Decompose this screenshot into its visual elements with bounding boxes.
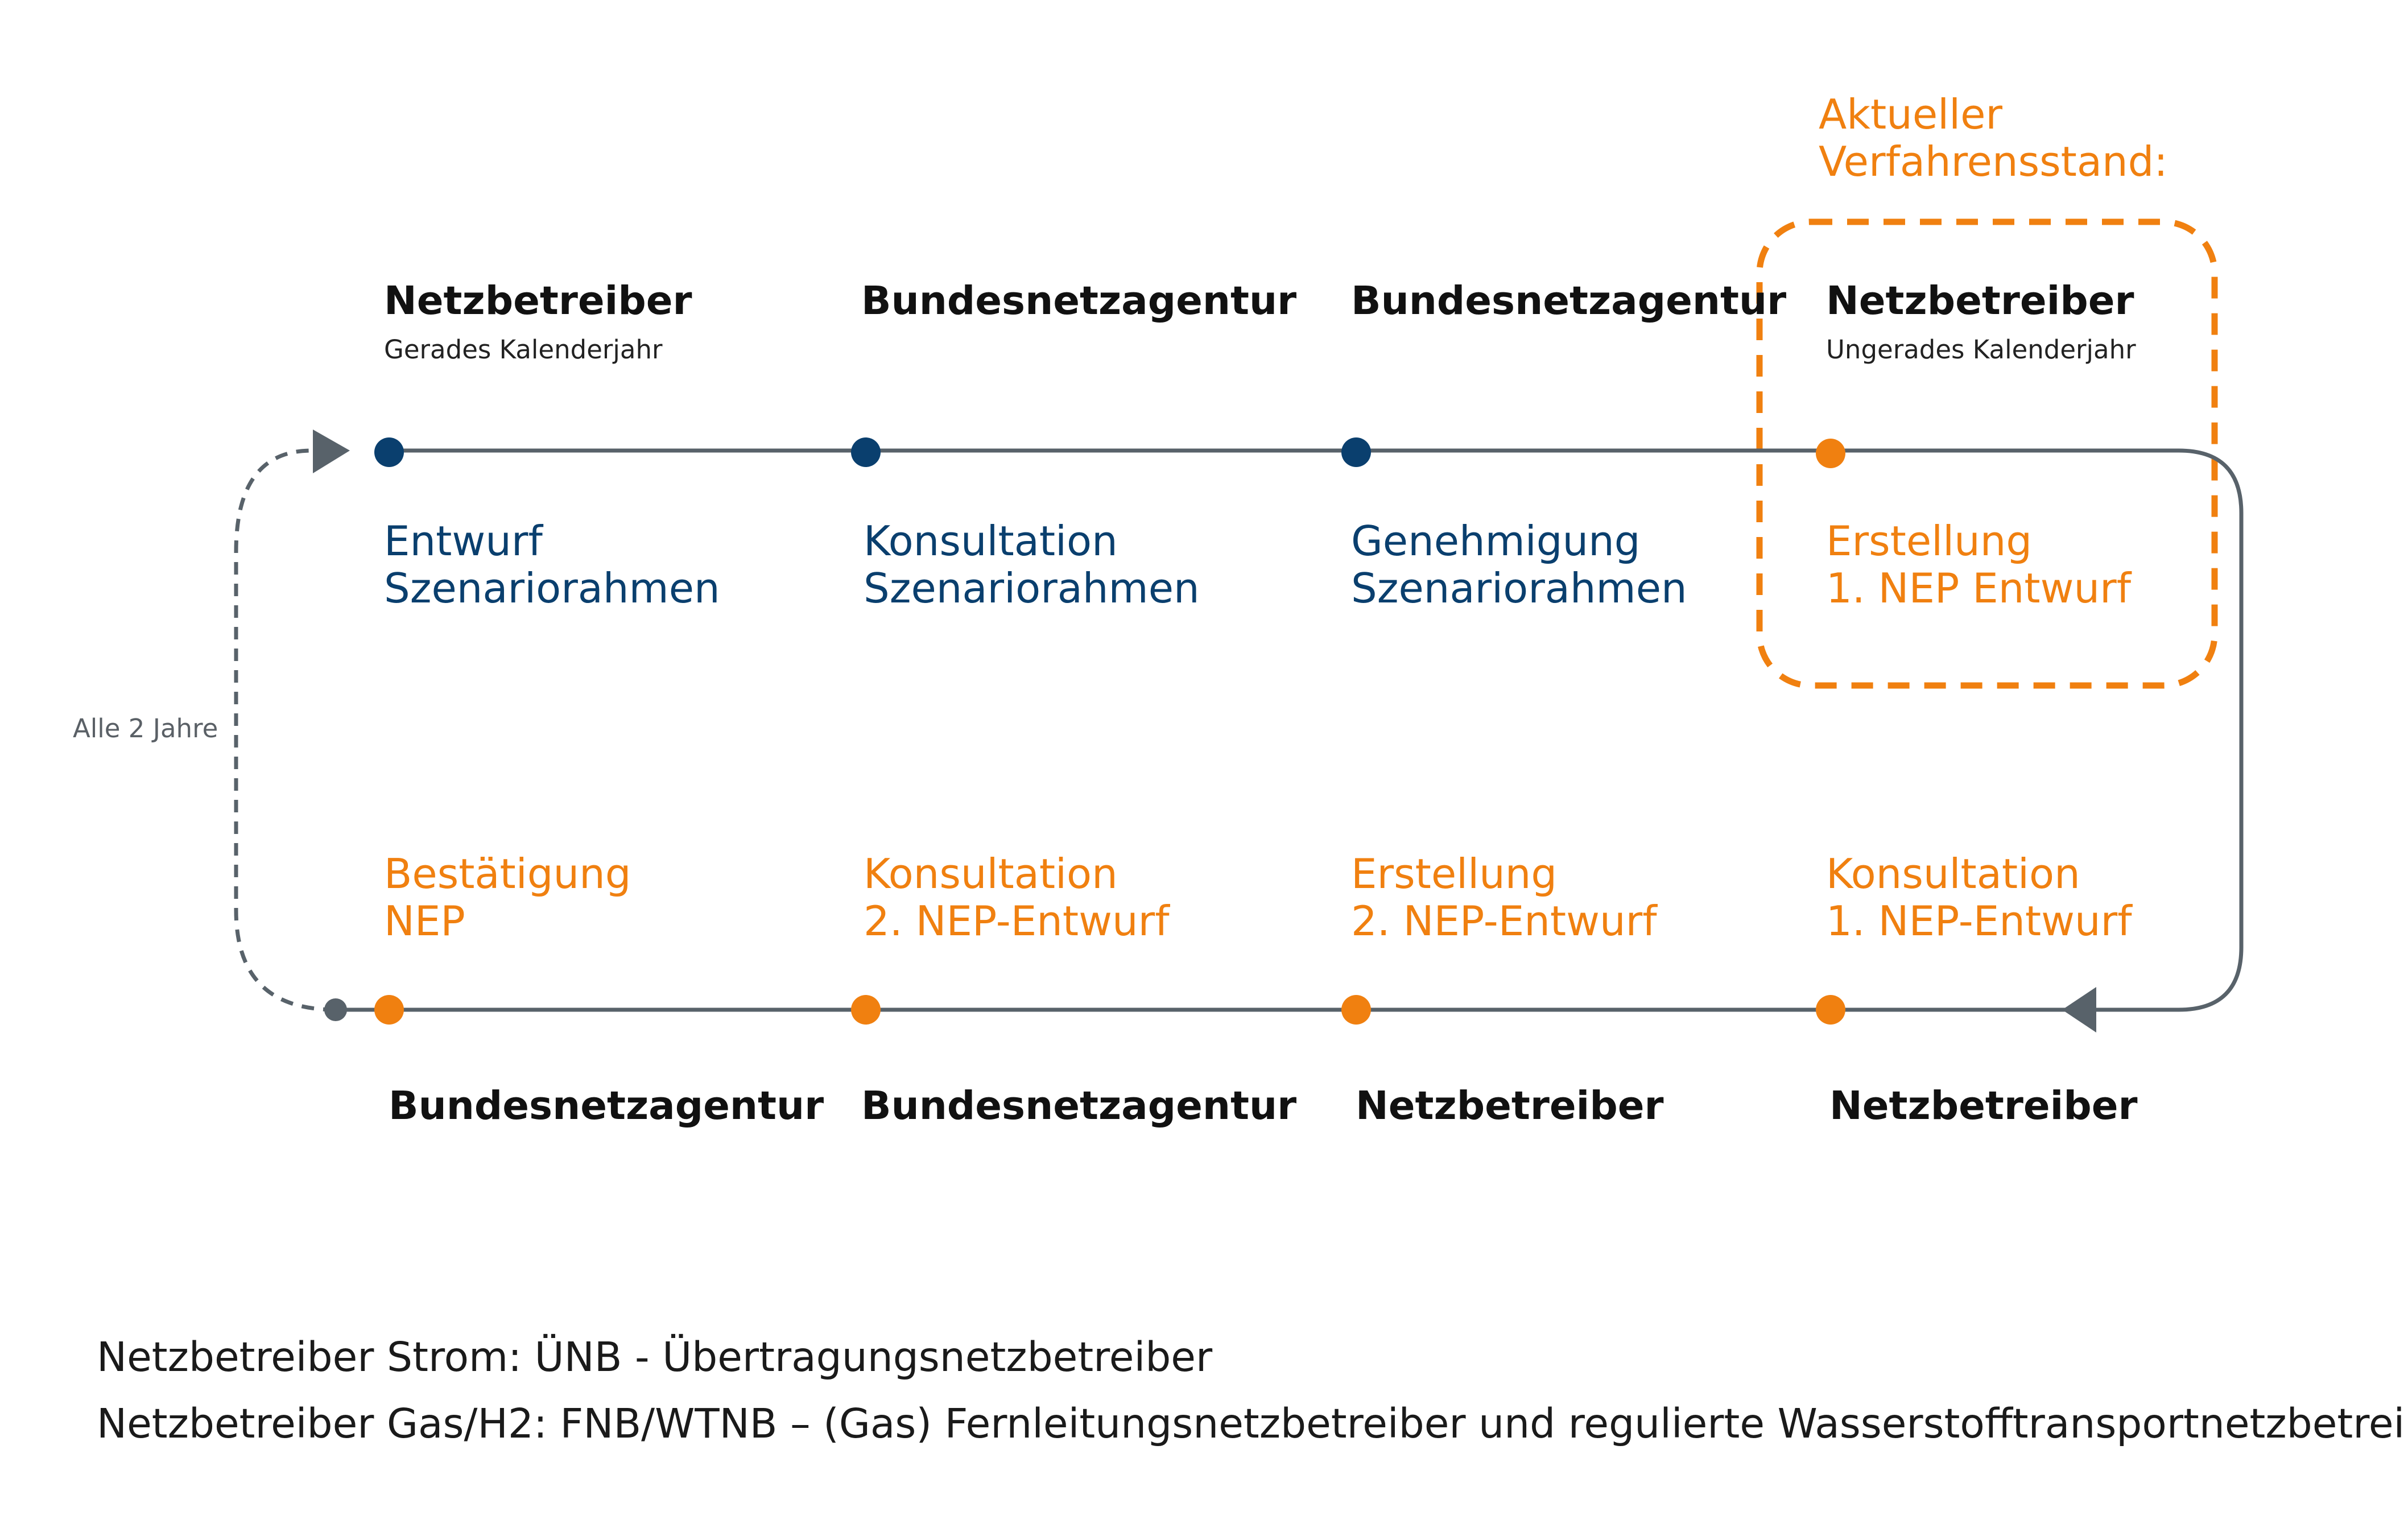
current-status-label: Aktueller Verfahrensstand: — [1819, 91, 2168, 185]
bottom-step-2: Konsultation 2. NEP-Entwurf — [864, 850, 1170, 945]
step-line2: Szenariorahmen — [1351, 564, 1687, 612]
step-line1: Erstellung — [1351, 850, 1558, 898]
node-bottom-4 — [1816, 995, 1845, 1025]
step-line2: NEP — [384, 897, 465, 945]
current-status-line2: Verfahrensstand: — [1819, 137, 2168, 185]
actor-name: Netzbetreiber — [384, 278, 692, 324]
top-actor-3: Bundesnetzagentur — [1351, 278, 1787, 324]
step-line2: Szenariorahmen — [384, 564, 720, 612]
bottom-step-3: Erstellung 2. NEP-Entwurf — [1351, 850, 1657, 945]
step-line2: 2. NEP-Entwurf — [864, 897, 1170, 945]
step-line2: Szenariorahmen — [864, 564, 1200, 612]
step-line1: Konsultation — [1826, 850, 2080, 898]
top-step-2: Konsultation Szenariorahmen — [864, 518, 1200, 612]
step-line2: 2. NEP-Entwurf — [1351, 897, 1657, 945]
node-bottom-1 — [374, 995, 404, 1025]
process-loop-line — [387, 448, 2244, 1012]
arrowhead-top-icon — [313, 430, 350, 473]
actor-subtitle: Gerades Kalenderjahr — [384, 334, 663, 365]
arrowhead-bottom-icon — [2062, 987, 2096, 1033]
bottom-actor-4: Netzbetreiber — [1829, 1083, 2138, 1129]
bottom-step-4: Konsultation 1. NEP-Entwurf — [1826, 850, 2132, 945]
step-line1: Bestätigung — [384, 850, 631, 898]
top-step-4: Erstellung 1. NEP Entwurf — [1826, 518, 2131, 612]
footnote-2: Netzbetreiber Gas/H2: FNB/WTNB – (Gas) F… — [97, 1400, 2408, 1447]
step-line1: Genehmigung — [1351, 517, 1641, 565]
top-actor-1: Netzbetreiber Gerades Kalenderjahr — [384, 278, 692, 365]
node-top-1 — [374, 437, 404, 467]
footnote-1: Netzbetreiber Strom: ÜNB - Übertragungsn… — [97, 1333, 1213, 1381]
actor-name: Bundesnetzagentur — [861, 278, 1297, 324]
actor-name: Netzbetreiber — [1826, 278, 2134, 324]
bottom-actor-2: Bundesnetzagentur — [861, 1083, 1297, 1129]
node-top-4 — [1816, 439, 1845, 468]
node-bottom-2 — [851, 995, 881, 1025]
top-actor-2: Bundesnetzagentur — [861, 278, 1297, 324]
bottom-step-1: Bestätigung NEP — [384, 850, 631, 945]
actor-name: Bundesnetzagentur — [1351, 278, 1787, 324]
cycle-label: Alle 2 Jahre — [73, 713, 218, 744]
bottom-actor-1: Bundesnetzagentur — [389, 1083, 824, 1129]
bottom-actor-3: Netzbetreiber — [1356, 1083, 1664, 1129]
step-line1: Konsultation — [864, 850, 1118, 898]
cycle-return-dashed-line — [234, 448, 336, 1012]
top-actor-4: Netzbetreiber Ungerades Kalenderjahr — [1826, 278, 2136, 365]
step-line1: Konsultation — [864, 517, 1118, 565]
step-line2: 1. NEP Entwurf — [1826, 564, 2132, 612]
step-line2: 1. NEP-Entwurf — [1826, 897, 2132, 945]
current-status-line1: Aktueller — [1819, 90, 2003, 138]
top-step-3: Genehmigung Szenariorahmen — [1351, 518, 1687, 612]
cycle-start-dot — [324, 998, 347, 1021]
step-line1: Erstellung — [1826, 517, 2033, 565]
actor-subtitle: Ungerades Kalenderjahr — [1826, 334, 2136, 365]
top-step-1: Entwurf Szenariorahmen — [384, 518, 720, 612]
node-top-2 — [851, 437, 881, 467]
step-line1: Entwurf — [384, 517, 543, 565]
node-bottom-3 — [1341, 995, 1371, 1025]
node-top-3 — [1341, 437, 1371, 467]
